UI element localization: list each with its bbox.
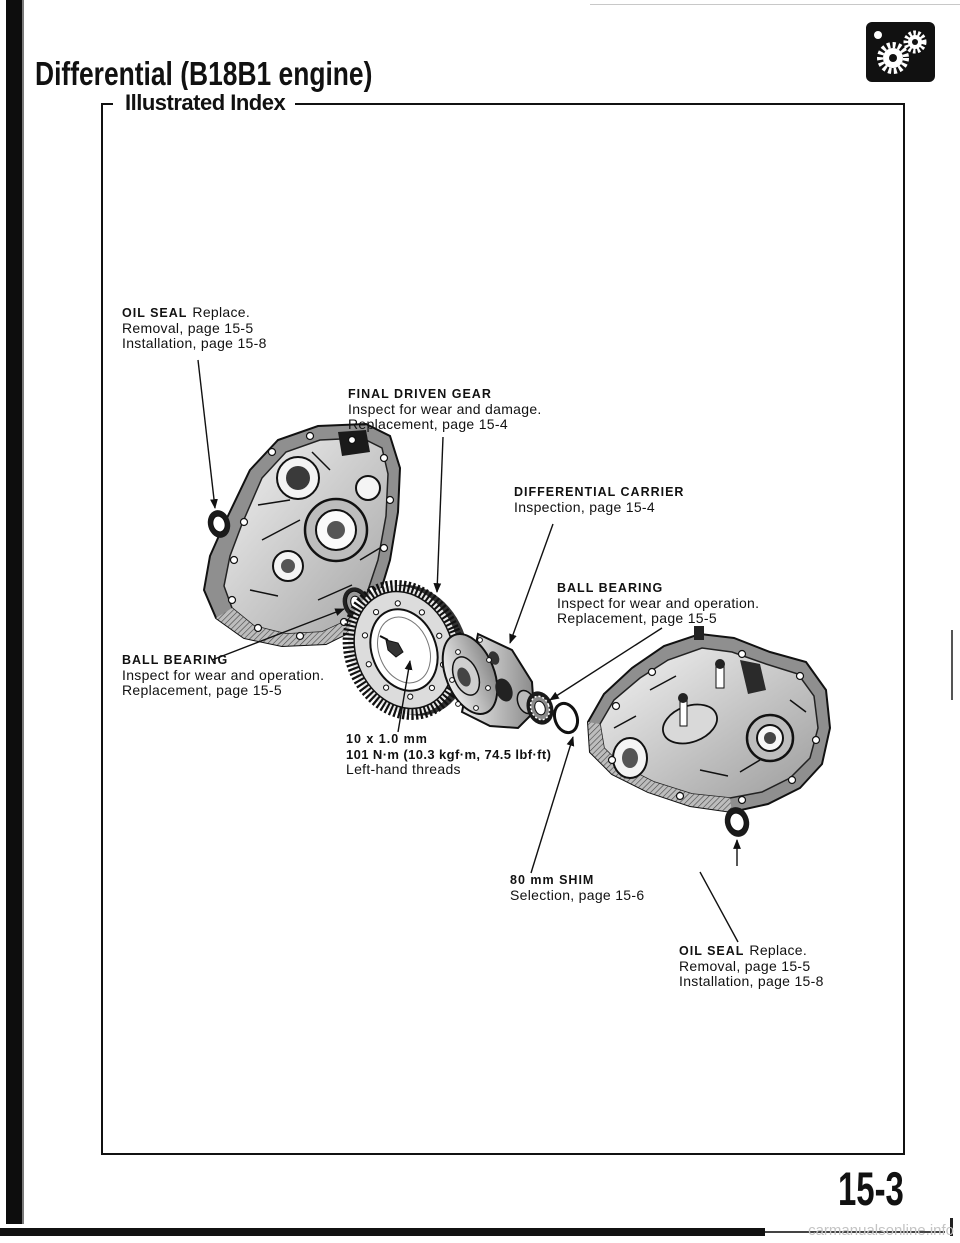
callout-ball-bearing-left: BALL BEARING Inspect for wear and operat… — [122, 653, 324, 698]
bolt-size: 10 x 1.0 mm — [346, 732, 428, 746]
part-name: BALL BEARING — [122, 653, 229, 667]
icon-gear-dot — [874, 31, 882, 39]
procedure-installation: Installation, page 15-8 — [122, 335, 267, 351]
section-title: Illustrated Index — [113, 90, 296, 116]
callout-differential-carrier: DIFFERENTIAL CARRIER Inspection, page 15… — [514, 485, 684, 515]
callout-oil-seal-left: OIL SEAL Replace. Removal, page 15-5 Inst… — [122, 305, 267, 351]
procedure-inspect: Inspect for wear and operation. — [122, 667, 325, 683]
callout-shim: 80 mm SHIM Selection, page 15-6 — [510, 873, 644, 903]
procedure-installation: Installation, page 15-8 — [679, 973, 824, 989]
procedure-selection: Selection, page 15-6 — [510, 887, 645, 903]
illustrated-index-frame — [101, 103, 905, 1155]
part-name: DIFFERENTIAL CARRIER — [514, 485, 685, 499]
part-name: 80 mm SHIM — [510, 873, 595, 887]
procedure-replacement: Replacement, page 15-5 — [122, 682, 282, 698]
page-title: Differential (B18B1 engine) — [35, 55, 373, 92]
differential-gears-icon — [866, 22, 935, 82]
icon-gear-small-teeth — [903, 30, 927, 54]
bolt-thread-note: Left-hand threads — [346, 761, 461, 777]
site-watermark: carmanualsonline.info — [808, 1222, 954, 1239]
callout-ball-bearing-right: BALL BEARING Inspect for wear and operat… — [557, 581, 759, 626]
procedure-removal: Removal, page 15-5 — [122, 320, 254, 336]
bottom-scan-line — [765, 1231, 945, 1233]
icon-gear-large-teeth — [877, 42, 909, 74]
corner-scan-mark — [950, 1218, 953, 1236]
icon-gear-small-hub — [912, 39, 918, 45]
procedure-inspect: Inspect for wear and damage. — [348, 401, 542, 417]
side-scan-mark — [951, 630, 953, 700]
callout-oil-seal-right: OIL SEAL Replace. Removal, page 15-5 Inst… — [679, 943, 824, 989]
part-name: OIL SEAL — [679, 944, 745, 958]
callout-final-driven-gear: FINAL DRIVEN GEAR Inspect for wear and d… — [348, 387, 542, 432]
part-name: BALL BEARING — [557, 581, 664, 595]
part-name: OIL SEAL — [122, 306, 188, 320]
part-action: Replace. — [749, 942, 808, 958]
procedure-replacement: Replacement, page 15-5 — [557, 610, 717, 626]
top-scan-line — [590, 4, 960, 5]
page-number: 15-3 — [838, 1162, 904, 1215]
binding-edge-bar — [6, 0, 22, 1224]
procedure-inspect: Inspect for wear and operation. — [557, 595, 760, 611]
bolt-torque: 101 N·m (10.3 kgf·m, 74.5 lbf·ft) — [346, 747, 552, 762]
procedure-removal: Removal, page 15-5 — [679, 958, 811, 974]
icon-gear-large-hub — [889, 54, 897, 62]
procedure-replacement: Replacement, page 15-4 — [348, 416, 508, 432]
procedure-inspection: Inspection, page 15-4 — [514, 499, 655, 515]
part-action: Replace. — [192, 304, 251, 320]
callout-heading: OIL SEAL Replace. — [679, 943, 824, 959]
part-name: FINAL DRIVEN GEAR — [348, 387, 492, 401]
bottom-scan-bar — [0, 1228, 765, 1236]
callout-gear-bolt: 10 x 1.0 mm 101 N·m (10.3 kgf·m, 74.5 lb… — [346, 732, 551, 777]
binding-edge-shadow — [22, 0, 24, 1224]
callout-heading: OIL SEAL Replace. — [122, 305, 267, 321]
